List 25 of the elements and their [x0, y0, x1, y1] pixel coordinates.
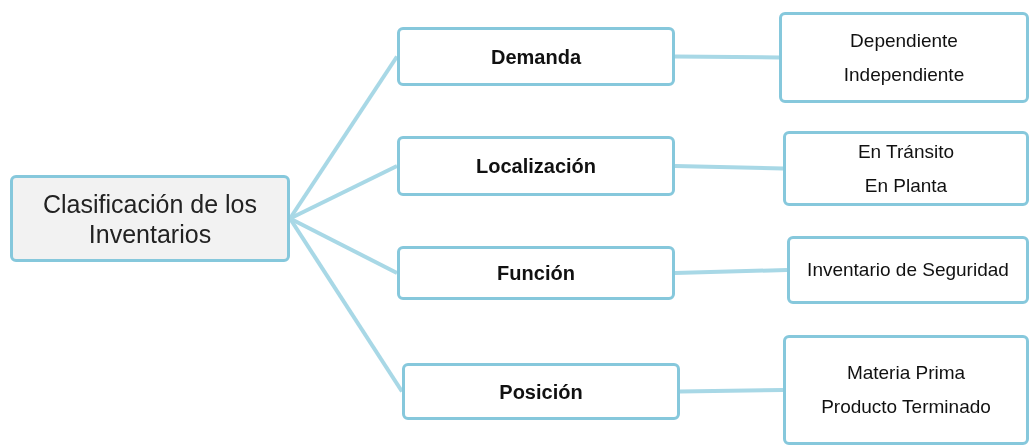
item-box [783, 335, 1029, 445]
category-box [397, 246, 675, 300]
connector-line [679, 388, 784, 394]
node-text: Demanda [491, 44, 581, 70]
item-box [787, 236, 1029, 304]
connector-line [674, 164, 784, 171]
category-box [402, 363, 680, 420]
connector-line [674, 54, 780, 60]
node-text: Localización [476, 154, 596, 179]
node-text: Independiente [843, 62, 965, 87]
item-box [779, 12, 1029, 103]
node-text: Inventario de Seguridad [807, 258, 1009, 282]
node-text: Posición [499, 379, 583, 405]
node-text: Producto Terminado [821, 395, 991, 419]
connector-line [674, 268, 788, 275]
category-box [397, 136, 675, 196]
item-box [783, 131, 1029, 206]
node-text: Dependiente [850, 28, 958, 53]
node-text: En Tránsito [857, 139, 955, 164]
category-box [397, 27, 675, 86]
root-box [10, 175, 290, 262]
node-text: Materia Prima [846, 361, 966, 385]
node-text: En Planta [864, 173, 948, 198]
node-text: Función [497, 261, 575, 286]
node-text: Clasificación de los Inventarios [42, 188, 258, 249]
